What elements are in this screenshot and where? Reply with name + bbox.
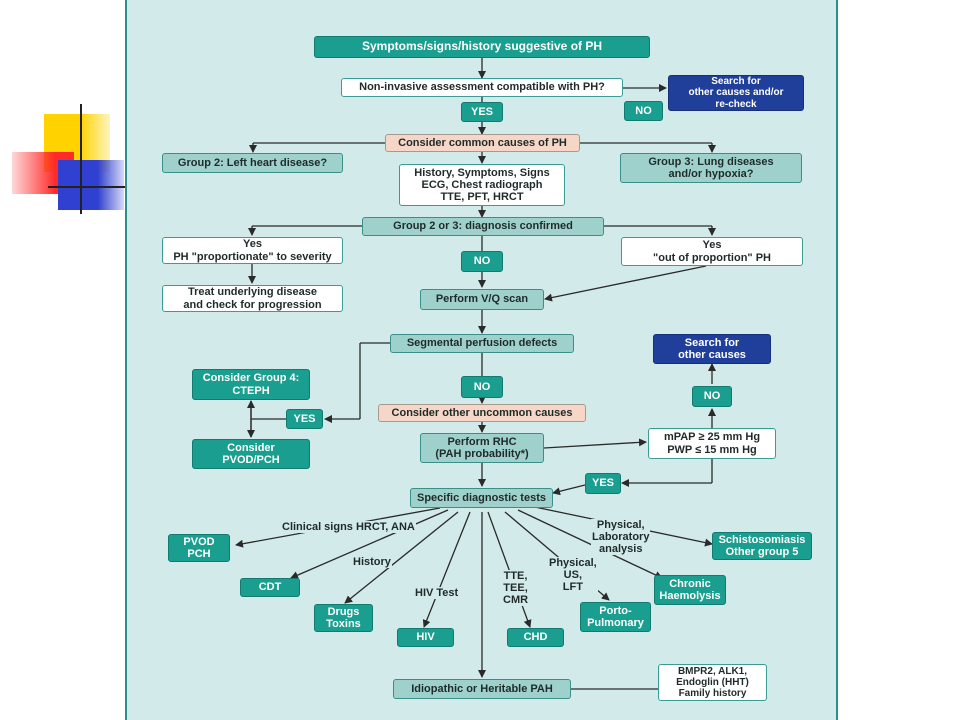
specific-tests-box: Specific diagnostic tests <box>410 488 553 508</box>
group2-left-heart-box: Group 2: Left heart disease? <box>162 153 343 173</box>
edge-label-tte-tee-cmr: TTE, TEE, CMR <box>502 570 530 607</box>
search-other-causes-box: Search for other causes <box>653 334 771 364</box>
yes-out-of-proportion-box: Yes "out of proportion" PH <box>621 237 803 266</box>
decorative-blue-square <box>58 160 124 210</box>
schistosomiasis-box: Schistosomiasis Other group 5 <box>712 532 812 560</box>
hiv-box: HIV <box>397 628 454 647</box>
rhc-box: Perform RHC (PAH probability*) <box>420 433 544 463</box>
pvod-pch-box: PVOD PCH <box>168 534 230 562</box>
diagnosis-confirmed-box: Group 2 or 3: diagnosis confirmed <box>362 217 604 236</box>
search-recheck-box: Search for other causes and/or re-check <box>668 75 804 111</box>
yes-cteph-badge: YES <box>286 409 323 429</box>
edge-label-physical-us-lft: Physical, US, LFT <box>548 557 598 594</box>
segmental-defects-box: Segmental perfusion defects <box>390 334 574 353</box>
edge-label-clinical-signs: Clinical signs HRCT, ANA <box>281 521 416 534</box>
edge-label-physical-lab: Physical, Laboratory analysis <box>591 519 651 556</box>
common-causes-box: Consider common causes of PH <box>385 134 580 152</box>
porto-pulmonary-box: Porto- Pulmonary <box>580 602 651 632</box>
edge-label-history: History <box>352 556 392 569</box>
yes-badge-1: YES <box>461 102 503 122</box>
decorative-vertical-line <box>80 104 82 214</box>
decorative-horizontal-line <box>48 186 126 188</box>
group3-lung-box: Group 3: Lung diseases and/or hypoxia? <box>620 153 802 183</box>
cdt-box: CDT <box>240 578 300 597</box>
chd-box: CHD <box>507 628 564 647</box>
no-badge-2: NO <box>461 251 503 272</box>
drugs-toxins-box: Drugs Toxins <box>314 604 373 632</box>
bmpr2-box: BMPR2, ALK1, Endoglin (HHT) Family histo… <box>658 664 767 701</box>
no-badge-3: NO <box>461 376 503 398</box>
start-symptoms-box: Symptoms/signs/history suggestive of PH <box>314 36 650 58</box>
mpap-criteria-box: mPAP ≥ 25 mm Hg PWP ≤ 15 mm Hg <box>648 428 776 459</box>
chronic-haemolysis-box: Chronic Haemolysis <box>654 575 726 605</box>
yes-rhc-badge: YES <box>585 473 621 494</box>
idiopathic-pah-box: Idiopathic or Heritable PAH <box>393 679 571 699</box>
vq-scan-box: Perform V/Q scan <box>420 289 544 310</box>
no-badge-1: NO <box>624 101 663 121</box>
history-tests-box: History, Symptoms, Signs ECG, Chest radi… <box>399 164 565 206</box>
noninvasive-assessment-box: Non-invasive assessment compatible with … <box>341 78 623 97</box>
consider-pvod-box: Consider PVOD/PCH <box>192 439 310 469</box>
uncommon-causes-box: Consider other uncommon causes <box>378 404 586 422</box>
treat-underlying-box: Treat underlying disease and check for p… <box>162 285 343 312</box>
cteph-box: Consider Group 4: CTEPH <box>192 369 310 400</box>
yes-proportionate-box: Yes PH "proportionate" to severity <box>162 237 343 264</box>
edge-label-hiv-test: HIV Test <box>414 587 460 600</box>
no-badge-4: NO <box>692 386 732 407</box>
